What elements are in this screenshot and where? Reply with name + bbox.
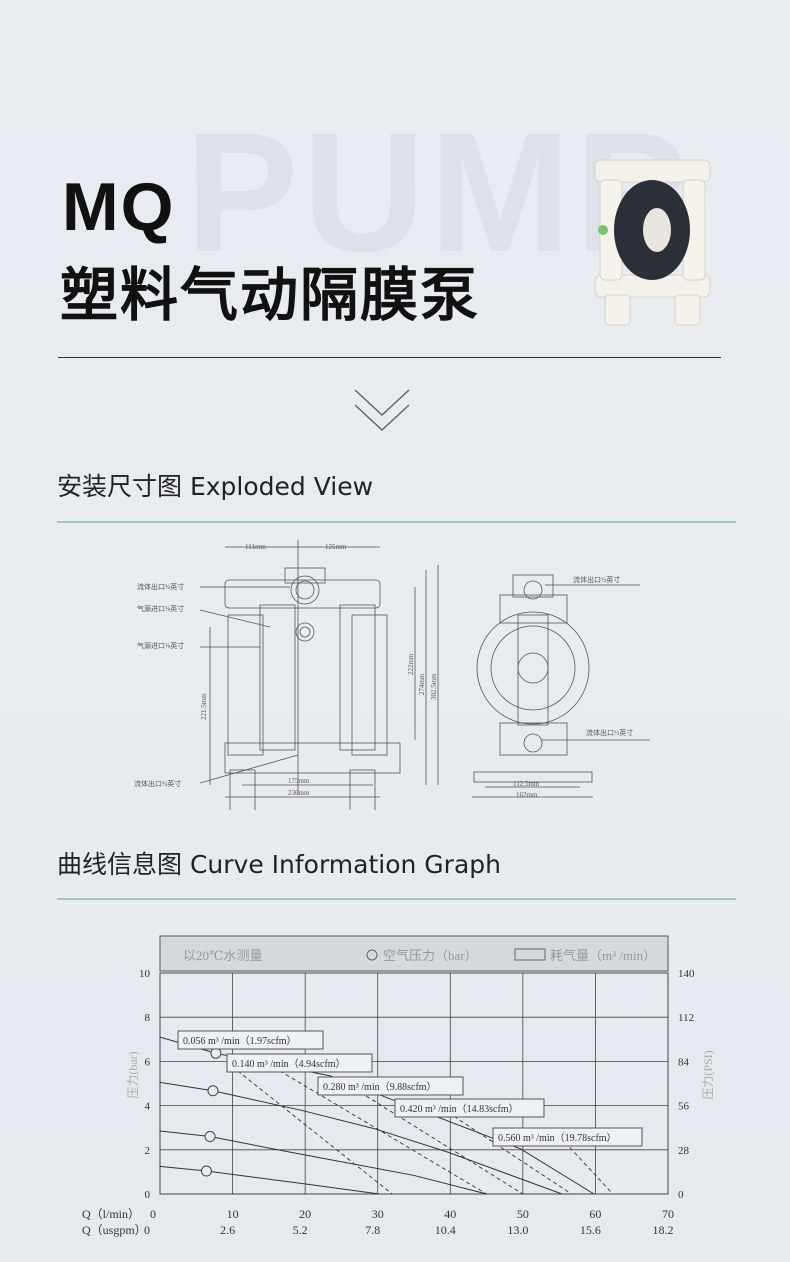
plot-frame xyxy=(159,972,669,1195)
air-label-box xyxy=(226,1053,373,1073)
pressure-marker xyxy=(207,1085,219,1097)
ytick-right: 56 xyxy=(678,1101,690,1113)
xtick-lmin: 0 xyxy=(150,1207,156,1221)
dim-162: 162mm xyxy=(516,791,538,799)
label-side-outlet-top: 流体出口½英寸 xyxy=(573,575,620,584)
xtick-lmin: 20 xyxy=(299,1207,311,1221)
section-title-exploded-view: 安装尺寸图 Exploded View xyxy=(57,472,374,501)
pressure-marker xyxy=(200,1165,212,1177)
xtick-usgpm: 15.6 xyxy=(580,1223,601,1237)
legend-band xyxy=(159,935,669,972)
label-side-outlet-bottom: 流体出口½英寸 xyxy=(586,728,633,737)
air-label-box xyxy=(177,1030,324,1050)
dim-175: 175mm xyxy=(288,777,310,785)
pressure-marker xyxy=(210,1047,222,1059)
xtick-lmin: 10 xyxy=(227,1207,239,1221)
label-air-inlet-1: 气源进口⅜英寸 xyxy=(137,604,184,613)
pressure-curve xyxy=(159,1165,380,1195)
ylabel-right: 压力(PSI) xyxy=(701,1050,715,1099)
performance-curve-chart: 以20℃水测量 空气压力（bar） 耗气量（m³ /min） 压力(bar) 压… xyxy=(82,935,715,1237)
ytick-right: 84 xyxy=(678,1056,690,1068)
pump-photo xyxy=(594,159,711,326)
model-name: MQ xyxy=(62,169,176,245)
ytick-left: 2 xyxy=(145,1145,151,1157)
xtick-lmin: 40 xyxy=(444,1207,456,1221)
xtick-lmin: 30 xyxy=(372,1207,384,1221)
side-view xyxy=(472,574,650,798)
dim-236: 236mm xyxy=(288,789,310,797)
dim-302: 302.5mm xyxy=(430,673,438,700)
xtick-lmin: 50 xyxy=(517,1207,529,1221)
air-label-box xyxy=(317,1076,464,1096)
air-label: 0.140 m³ /min（4.94scfm） xyxy=(232,1058,346,1070)
chevron-down-icon xyxy=(354,389,410,432)
dim-274: 274mm xyxy=(418,673,426,695)
air-label: 0.056 m³ /min（1.97scfm） xyxy=(183,1035,297,1047)
xlabel-lmin: Q（l/min） xyxy=(82,1207,140,1221)
ytick-left: 4 xyxy=(145,1101,151,1113)
pressure-marker xyxy=(204,1131,216,1143)
legend-air: 耗气量（m³ /min） xyxy=(550,948,656,963)
xtick-usgpm: 2.6 xyxy=(220,1223,235,1237)
xtick-usgpm: 7.8 xyxy=(365,1223,380,1237)
label-air-inlet-2: 气源进口⅜英寸 xyxy=(137,641,184,650)
legend-circle-icon xyxy=(366,949,378,961)
dim-111: 111mm xyxy=(245,543,266,551)
divider xyxy=(58,357,721,358)
ytick-left: 10 xyxy=(139,968,151,980)
dim-221: 221.5mm xyxy=(200,693,208,720)
air-consumption-line xyxy=(279,1070,487,1195)
ytick-right: 28 xyxy=(678,1145,690,1157)
ytick-left: 8 xyxy=(145,1012,151,1024)
pressure-curve xyxy=(159,1081,563,1195)
ytick-right: 0 xyxy=(678,1189,684,1201)
xtick-lmin: 60 xyxy=(589,1207,601,1221)
air-label: 0.560 m³ /min（19.78scfm） xyxy=(498,1132,617,1144)
air-consumption-line xyxy=(360,1091,524,1195)
air-consumption-line xyxy=(237,1070,393,1195)
xlabel-usgpm: Q（usgpm） xyxy=(82,1223,147,1237)
xtick-lmin: 70 xyxy=(662,1207,674,1221)
section-divider xyxy=(57,521,736,523)
air-consumption-line xyxy=(447,1112,572,1195)
ylabel-left: 压力(bar) xyxy=(126,1051,140,1098)
section-title-curve: 曲线信息图 Curve Information Graph xyxy=(57,850,501,879)
air-consumption-line xyxy=(564,1141,614,1195)
legend-note: 以20℃水测量 xyxy=(183,948,263,963)
xtick-usgpm: 0 xyxy=(144,1223,150,1237)
front-view xyxy=(199,540,439,810)
dim-125: 125mm xyxy=(325,543,347,551)
product-title: 塑料气动隔膜泵 xyxy=(60,261,481,329)
xtick-usgpm: 5.2 xyxy=(293,1223,308,1237)
dimension-drawing: 111mm 125mm 222mm 274mm 302.5mm 221.5mm … xyxy=(134,540,650,810)
xtick-usgpm: 10.4 xyxy=(435,1223,456,1237)
air-label-box xyxy=(394,1098,545,1118)
xtick-usgpm: 18.2 xyxy=(653,1223,674,1237)
legend-pressure: 空气压力（bar） xyxy=(383,948,478,963)
ytick-right: 140 xyxy=(678,968,695,980)
label-outlet-bottom: 流体出口¾英寸 xyxy=(134,779,181,788)
air-label: 0.420 m³ /min（14.83scfm） xyxy=(400,1103,519,1115)
dim-112: 112.5mm xyxy=(513,780,540,788)
label-outlet-top: 流体出口¾英寸 xyxy=(137,582,184,591)
xtick-usgpm: 13.0 xyxy=(507,1223,528,1237)
air-label-box xyxy=(492,1127,643,1147)
ytick-right: 112 xyxy=(678,1012,694,1024)
ytick-left: 0 xyxy=(145,1189,151,1201)
ytick-left: 6 xyxy=(145,1056,151,1068)
legend-box-icon xyxy=(514,948,546,961)
dim-222: 222mm xyxy=(407,653,415,675)
pressure-curve xyxy=(159,1130,487,1195)
section-divider xyxy=(57,898,736,900)
air-label: 0.280 m³ /min（9.88scfm） xyxy=(323,1081,437,1093)
